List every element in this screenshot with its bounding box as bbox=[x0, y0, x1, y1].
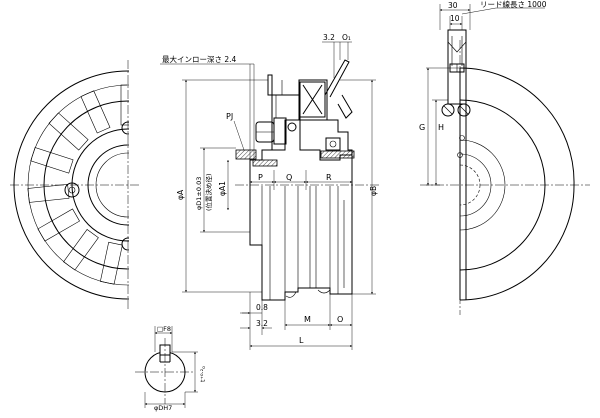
dim-max-inlo-depth: 最大インロー深さ 2.4 bbox=[162, 54, 237, 64]
dim-positioning-diameter: (位置決め径) bbox=[204, 173, 213, 211]
section-dimensions: φA φD1±0.03 (位置決め径) φA1 最大インロー深さ 2.4 PJ … bbox=[160, 33, 378, 350]
dim-l: L bbox=[299, 336, 304, 345]
dim-q: Q bbox=[286, 173, 292, 182]
dim-r: R bbox=[326, 173, 332, 182]
dim-t-tol: t⁺⁰·²₀ bbox=[199, 366, 207, 382]
dim-0-8: 0.8 bbox=[256, 303, 268, 312]
hatch-part-3 bbox=[235, 149, 257, 160]
dim-phi-b: φB bbox=[369, 186, 378, 196]
dim-phi-d1: φD1±0.03 bbox=[195, 177, 203, 210]
dim-10: 10 bbox=[450, 14, 460, 23]
dim-h: H bbox=[438, 123, 444, 132]
dim-f8: □F8 bbox=[157, 325, 171, 333]
dim-g: G bbox=[419, 123, 425, 132]
section-view bbox=[235, 59, 380, 301]
side-dimensions: 30 10 リード線長さ 1000 G H bbox=[419, 0, 547, 186]
dim-pj: PJ bbox=[226, 112, 233, 121]
dim-3-2-top: 3.2 bbox=[323, 33, 335, 42]
bolt-left-side bbox=[441, 103, 455, 117]
dim-p: P bbox=[258, 173, 263, 182]
dim-phi-d-h7: φDH7 bbox=[154, 404, 172, 412]
dim-o1: O₁ bbox=[342, 33, 351, 42]
dim-phi-a: φA bbox=[176, 189, 185, 200]
keyway-detail: □F8 t⁺⁰·²₀ φDH7 bbox=[135, 325, 207, 412]
coil-box bbox=[299, 81, 326, 118]
dim-o: O bbox=[337, 315, 343, 324]
dim-30: 30 bbox=[448, 1, 458, 10]
bolt-left bbox=[64, 182, 80, 198]
dim-3-2-bottom: 3.2 bbox=[256, 319, 268, 328]
dim-lead-length: リード線長さ 1000 bbox=[480, 0, 547, 9]
hatch-part-1 bbox=[320, 150, 355, 159]
bolt-right-side bbox=[457, 103, 471, 117]
front-view bbox=[10, 60, 259, 320]
side-view bbox=[420, 29, 590, 315]
hatch-part-2 bbox=[252, 159, 278, 167]
dim-phi-a1: φA1 bbox=[218, 181, 227, 196]
dim-m: M bbox=[304, 315, 311, 324]
